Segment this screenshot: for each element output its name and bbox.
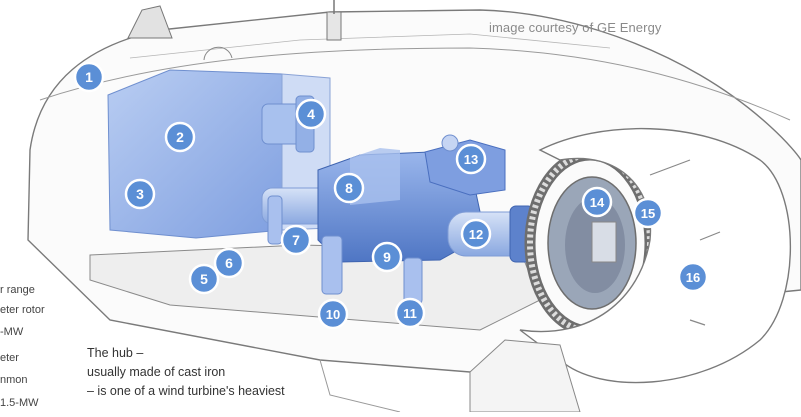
marker-circle: [460, 218, 492, 250]
image-credit: image courtesy of GE Energy: [489, 20, 662, 35]
marker-label: 11: [403, 306, 417, 321]
marker-circle: [455, 143, 487, 175]
marker-11: 11: [394, 297, 426, 329]
marker-label: 16: [686, 270, 700, 285]
hub-caption-line-2: usually made of cast iron: [87, 365, 226, 379]
marker-circle: [295, 98, 327, 130]
marker-7: 7: [280, 224, 312, 256]
marker-9: 9: [371, 241, 403, 273]
marker-13: 13: [455, 143, 487, 175]
roof-loop: [203, 46, 233, 61]
left-text-fragment-2: eter rotor: [0, 304, 45, 316]
yaw-drive-right: [403, 257, 423, 305]
roof-hatch-left: [127, 5, 173, 39]
marker-label: 12: [469, 227, 483, 242]
marker-label: 14: [590, 195, 605, 210]
marker-14: 14: [581, 186, 613, 218]
marker-label: 13: [464, 152, 478, 167]
marker-label: 9: [383, 249, 391, 265]
left-text-fragment-3: -MW: [0, 326, 24, 338]
left-text-fragment-6: 1.5-MW: [0, 397, 39, 409]
marker-15: 15: [632, 197, 664, 229]
marker-circle: [394, 297, 426, 329]
marker-label: 8: [345, 180, 353, 196]
marker-label: 1: [85, 69, 93, 85]
marker-5: 5: [188, 263, 220, 295]
tower-base: [469, 339, 581, 413]
roof-sensor: [326, 11, 342, 41]
left-text-fragment-4: eter: [0, 352, 19, 364]
marker-circle: [581, 186, 613, 218]
left-text-fragment-1: r range: [0, 284, 35, 296]
marker-label: 5: [200, 271, 208, 287]
marker-circle: [677, 261, 709, 293]
marker-circle: [371, 241, 403, 273]
marker-circle: [73, 61, 105, 93]
marker-circle: [632, 197, 664, 229]
marker-circle: [333, 172, 365, 204]
marker-12: 12: [460, 218, 492, 250]
marker-label: 4: [307, 106, 315, 122]
marker-label: 3: [136, 186, 144, 202]
marker-label: 7: [292, 232, 300, 248]
marker-label: 15: [641, 206, 655, 221]
marker-circle: [213, 247, 245, 279]
marker-3: 3: [124, 178, 156, 210]
marker-label: 2: [176, 129, 184, 145]
nacelle-interior-line: [129, 33, 611, 59]
marker-1: 1: [73, 61, 105, 93]
marker-16: 16: [677, 261, 709, 293]
yaw-drive-left: [321, 235, 343, 295]
left-text-fragment-5: nmon: [0, 374, 28, 386]
marker-circle: [317, 298, 349, 330]
marker-10: 10: [317, 298, 349, 330]
nacelle-top-line: [39, 47, 791, 121]
marker-2: 2: [164, 121, 196, 153]
hub-spinner: [519, 127, 791, 384]
marker-circle: [124, 178, 156, 210]
marker-label: 10: [326, 307, 340, 322]
marker-4: 4: [295, 98, 327, 130]
marker-circle: [280, 224, 312, 256]
generator-body: [107, 69, 283, 239]
marker-circle: [188, 263, 220, 295]
hub-caption-line-3: – is one of a wind turbine's heaviest: [87, 384, 285, 398]
marker-8: 8: [333, 172, 365, 204]
hub-caption: The hub – usually made of cast iron – is…: [87, 344, 285, 401]
marker-label: 6: [225, 255, 233, 271]
hub-caption-line-1: The hub –: [87, 346, 144, 360]
marker-6: 6: [213, 247, 245, 279]
marker-circle: [164, 121, 196, 153]
